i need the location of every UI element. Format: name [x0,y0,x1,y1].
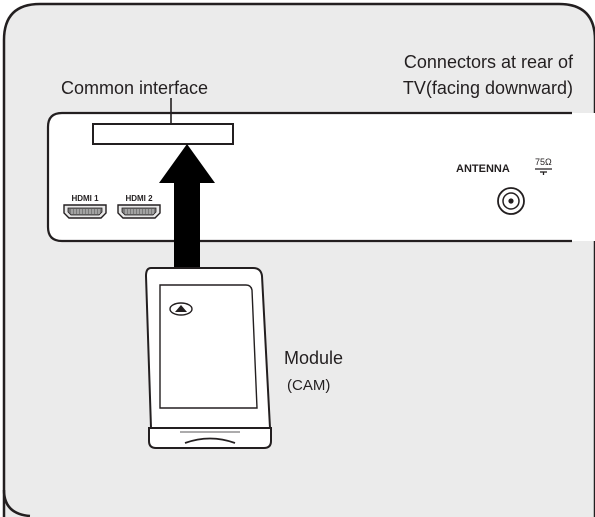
insertion-arrow [159,144,215,268]
tv-rear-panel-outline [46,111,572,243]
hdmi2-label: HDMI 2 [125,194,153,203]
rear-connectors-label-line1: Connectors at rear of [404,52,574,72]
cam-direction-marker [169,302,193,316]
hdmi2-port [117,204,161,219]
module-label: Module [284,348,343,368]
cam-module-label-area [159,284,258,409]
antenna-ground-symbol [535,168,552,175]
frame-bottom-edge [2,489,31,517]
antenna-connector [497,187,525,215]
antenna-label: ANTENNA [456,163,510,175]
common-interface-label: Common interface [61,78,208,98]
hdmi1-label: HDMI 1 [71,194,99,203]
cam-label: (CAM) [287,377,330,394]
impedance-label: 75Ω [535,157,552,167]
hdmi1-port [63,204,107,219]
common-interface-slot [92,123,234,145]
rear-connectors-label-line2: TV(facing downward) [403,78,573,98]
cam-module-grip [148,427,272,449]
